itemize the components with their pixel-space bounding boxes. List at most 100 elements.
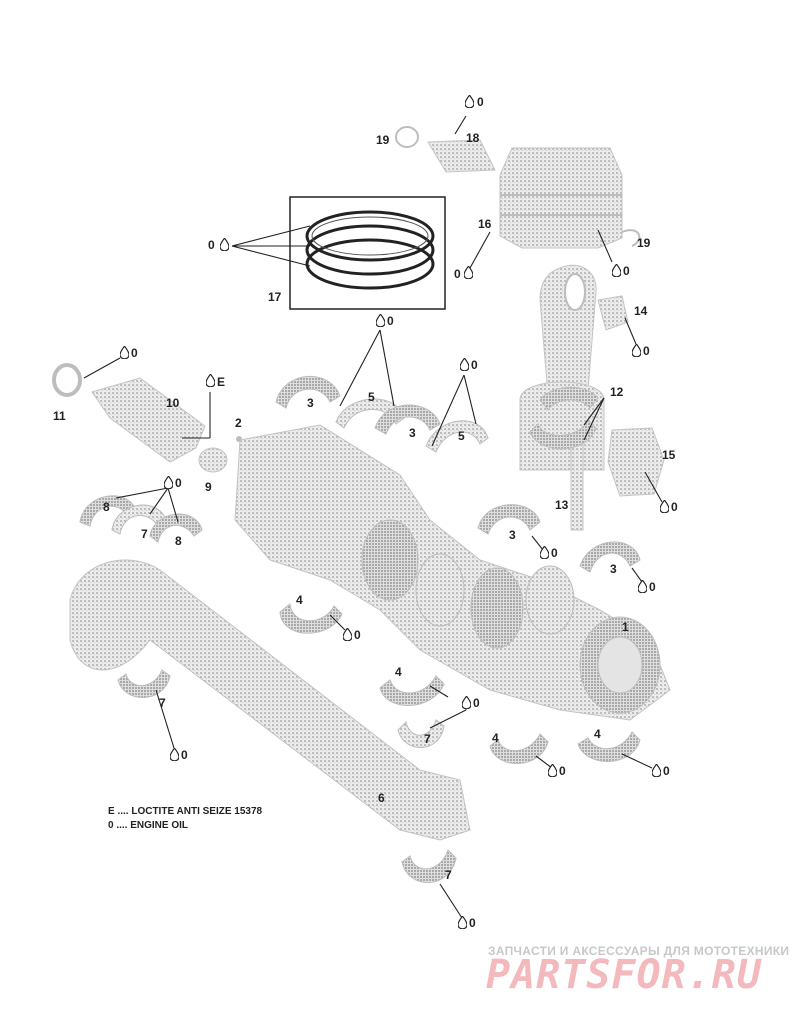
engine-oil-drop-icon: [638, 580, 647, 593]
callout-5: 5: [458, 429, 465, 443]
shaft-gear: [198, 447, 228, 473]
callout-8: 8: [103, 500, 110, 514]
callout-7: 7: [141, 527, 148, 541]
engine-oil-drop-icon: [612, 264, 621, 277]
engine-oil-drop-icon: [464, 266, 473, 279]
oil-mark-label: 0: [454, 267, 461, 281]
oil-mark-label: 0: [643, 344, 650, 358]
oil-mark-label: 0: [469, 916, 476, 930]
engine-oil-drop-icon: [652, 764, 661, 777]
watermark-logo: PARTSFOR.RU: [486, 952, 762, 998]
callout-3: 3: [610, 562, 617, 576]
oil-mark-label: 0: [387, 314, 394, 328]
oil-mark-label: 0: [663, 764, 670, 778]
bearing-7-c: [397, 719, 445, 748]
callout-4: 4: [296, 593, 303, 607]
oil-mark-label: 0: [649, 580, 656, 594]
oil-mark-label: 0: [175, 476, 182, 490]
engine-oil-drop-icon: [462, 696, 471, 709]
callout-4: 4: [492, 731, 499, 745]
callout-16: 16: [478, 217, 492, 231]
callout-19: 19: [637, 236, 651, 250]
callout-3: 3: [409, 426, 416, 440]
bearing-4-b: [379, 675, 445, 706]
bearing-4-d: [577, 731, 641, 762]
bearing-3-b: [374, 404, 441, 435]
piston: [499, 147, 623, 249]
engine-oil-drop-icon: [460, 358, 469, 371]
bearing-7-b: [117, 669, 171, 698]
rod-cap-bolt: [570, 439, 584, 531]
callout-14: 14: [634, 304, 648, 318]
oil-seal: [52, 363, 82, 397]
callout-5: 5: [368, 390, 375, 404]
callout-13: 13: [555, 498, 569, 512]
oil-mark-label: 0: [354, 628, 361, 642]
bearing-3-a: [275, 375, 341, 409]
balance-shaft-lower: [69, 559, 471, 841]
engine-oil-drop-icon: [458, 916, 467, 929]
oil-mark-label: 0: [623, 264, 630, 278]
callout-7: 7: [424, 732, 431, 746]
engine-oil-drop-icon: [660, 500, 669, 513]
oil-mark-labels: 0 0 0 0 0 0 0 0 0 0 0 0 0 0 0 0 0 0: [131, 95, 678, 930]
engine-oil-drop-icon: [632, 344, 641, 357]
callout-9: 9: [205, 480, 212, 494]
legend-engine-oil: 0 .... ENGINE OIL: [108, 820, 189, 831]
bearing-12: [529, 419, 597, 450]
callout-19: 19: [376, 133, 390, 147]
balance-shaft: [91, 377, 206, 463]
callout-18: 18: [466, 131, 480, 145]
callout-15: 15: [662, 448, 676, 462]
callout-17: 17: [268, 290, 282, 304]
loctite-marker: E: [206, 374, 225, 389]
bearing-5-a: [335, 398, 405, 429]
callout-3: 3: [509, 528, 516, 542]
oil-mark-label: 0: [551, 546, 558, 560]
callout-4: 4: [395, 665, 402, 679]
callout-8: 8: [175, 534, 182, 548]
piston-pin: [427, 139, 496, 173]
oil-mark-label: 0: [473, 696, 480, 710]
bearing-5-b: [425, 420, 489, 453]
bearing-3-c: [477, 504, 541, 535]
callout-7: 7: [445, 868, 452, 882]
watermark-tagline: ЗАПЧАСТИ И АКСЕССУАРЫ ДЛЯ МОТОТЕХНИКИ: [488, 944, 790, 958]
piston-pin-clip-right: [621, 229, 641, 247]
oil-mark-label: 0: [131, 346, 138, 360]
callout-2: 2: [235, 416, 242, 430]
loctite-mark-label: E: [217, 375, 225, 389]
rod-bolt-nut: [597, 295, 629, 331]
rod-bearing-upper: [539, 386, 599, 411]
callout-6: 6: [378, 791, 385, 805]
engine-oil-drop-icon: [465, 95, 474, 108]
piston-pin-clip: [395, 126, 419, 148]
bearing-4-c: [489, 733, 549, 764]
callout-11: 11: [53, 409, 66, 423]
engine-oil-drop-icon: [170, 748, 179, 761]
rod-cap: [607, 427, 665, 497]
piston-rings-box: [289, 196, 446, 310]
callout-3: 3: [307, 396, 314, 410]
bearing-3-d: [579, 541, 641, 573]
connecting-rod: [519, 264, 605, 471]
callout-4: 4: [594, 727, 601, 741]
callout-7: 7: [159, 696, 166, 710]
oil-mark-label: 0: [477, 95, 484, 109]
callout-10: 10: [166, 396, 180, 410]
oil-mark-label: 0: [559, 764, 566, 778]
bearing-4-a: [279, 603, 343, 634]
bearing-8-b: [149, 513, 203, 543]
callout-1: 1: [622, 620, 629, 634]
bearing-7-d: [401, 849, 457, 883]
loctite-drop-icon: [206, 374, 215, 387]
oil-mark-label: 0: [181, 748, 188, 762]
part-callouts: 1 2 3 3 3 3 4 4 4 4 5 5 6 7 7 7 7 8 8 9 …: [53, 131, 676, 882]
callout-12: 12: [610, 385, 624, 399]
engine-oil-drop-icon: [376, 314, 385, 327]
crankshaft: [234, 424, 671, 721]
legend-loctite: E .... LOCTITE ANTI SEIZE 15378: [108, 806, 263, 817]
engine-oil-drop-icon: [164, 476, 173, 489]
oil-mark-label: 0: [208, 238, 215, 252]
